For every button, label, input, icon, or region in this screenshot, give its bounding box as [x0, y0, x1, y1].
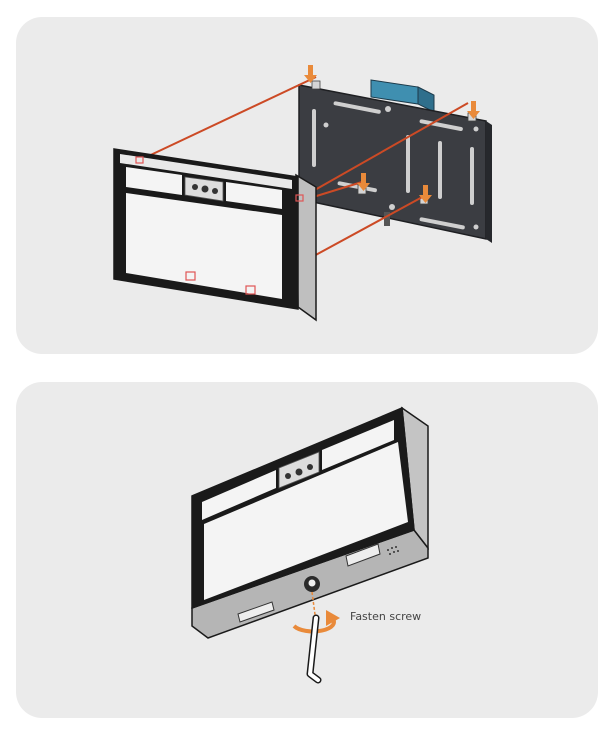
intercom-device-icon: [113, 148, 317, 322]
down-arrow-icon: [304, 65, 480, 203]
mounting-bracket-icon: [298, 80, 492, 243]
step1-panel: [16, 17, 598, 354]
rotation-arrow-icon: [292, 610, 340, 634]
step2-panel: Fasten screw: [16, 382, 598, 718]
intercom-device-icon: [191, 406, 429, 639]
step1-illustration: [113, 65, 492, 322]
alignment-guide-lines: [139, 76, 469, 258]
fasten-screw-label: Fasten screw: [350, 610, 422, 623]
hex-key-icon: [306, 614, 322, 684]
step2-illustration: [191, 406, 429, 684]
